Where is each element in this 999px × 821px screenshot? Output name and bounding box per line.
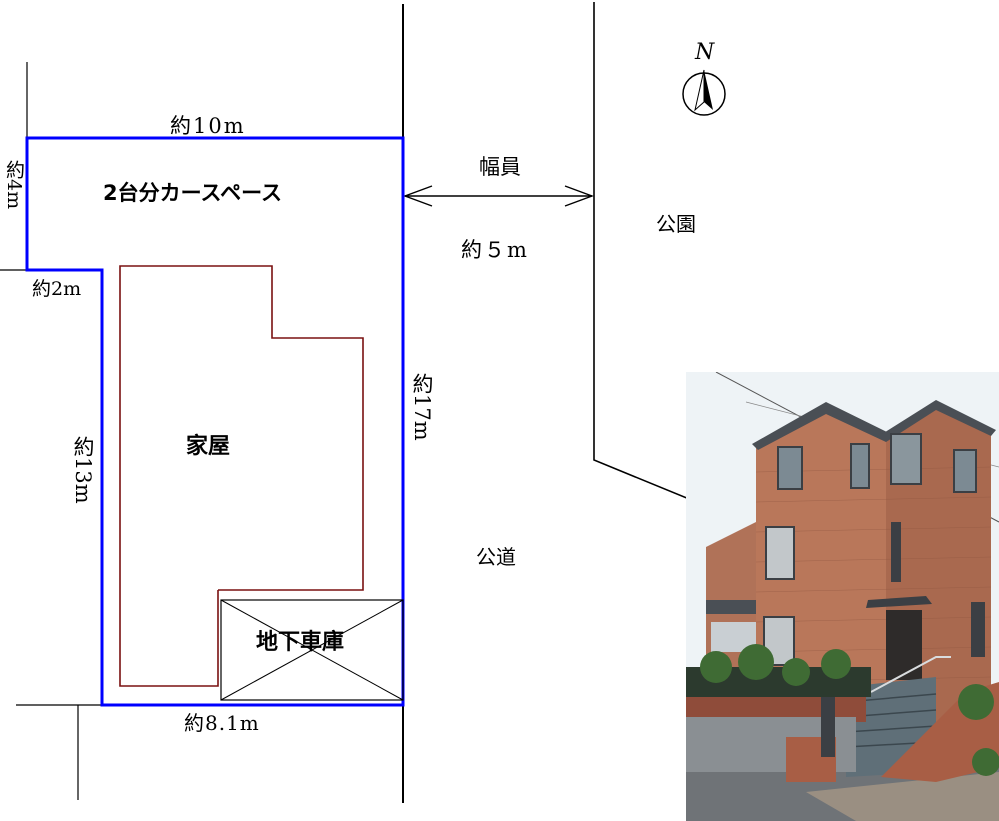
step-dimension: 約2m bbox=[32, 278, 82, 300]
road-width-title: 幅員 bbox=[479, 155, 521, 179]
arrowhead-right bbox=[564, 185, 595, 207]
park-label: 公園 bbox=[656, 212, 696, 236]
garage-label: 地下車庫 bbox=[256, 630, 345, 655]
carspace-label: 2台分カースペース bbox=[103, 181, 283, 205]
left-top-dimension: 約4m bbox=[3, 160, 25, 210]
road-width-value: 約５m bbox=[461, 238, 529, 262]
arrowhead-left bbox=[402, 185, 433, 207]
house-label: 家屋 bbox=[186, 434, 231, 459]
left-long-dimension: 約13m bbox=[71, 436, 95, 504]
bottom-width-label: 約8.1m bbox=[184, 711, 260, 735]
house-photo-illustration bbox=[686, 372, 999, 821]
top-width-label: 約10m bbox=[170, 114, 246, 138]
garage-cross-b bbox=[220, 599, 404, 701]
house-outline bbox=[119, 265, 364, 687]
garage-box bbox=[220, 599, 404, 701]
house-photo bbox=[686, 372, 999, 821]
north-arrow-icon bbox=[682, 69, 726, 116]
lot-boundary bbox=[25, 136, 405, 707]
north-letter: N bbox=[695, 40, 715, 65]
right-long-dimension: 約17m bbox=[410, 373, 434, 441]
public-road-label: 公道 bbox=[476, 545, 516, 569]
